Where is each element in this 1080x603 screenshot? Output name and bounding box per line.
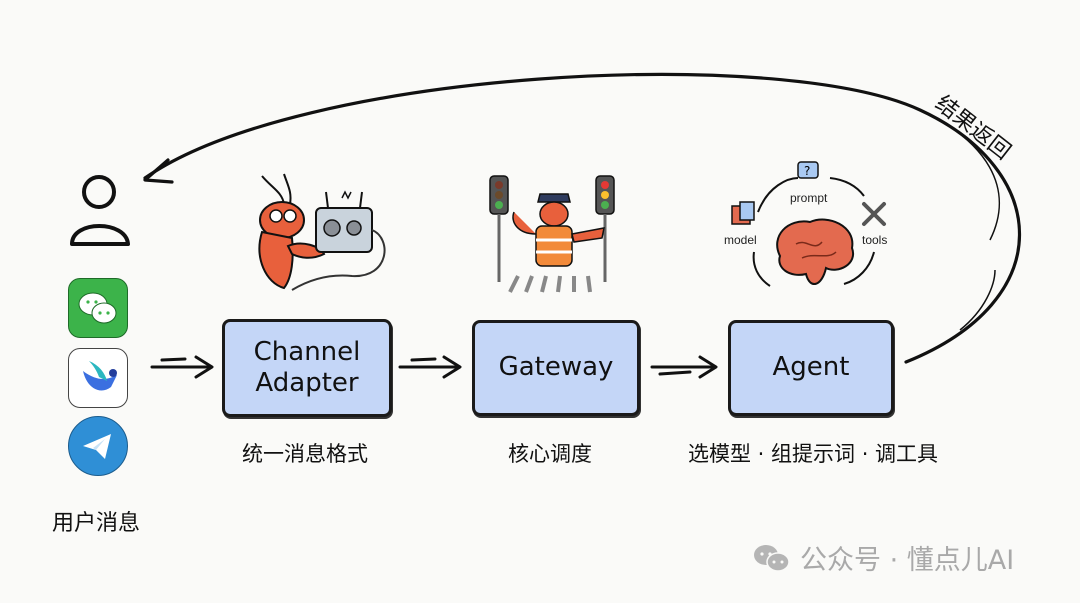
return-arrow-sketch-line: [959, 269, 996, 331]
prompt-label: prompt: [790, 191, 828, 205]
prompt-bubble-icon: [797, 161, 819, 179]
channel-adapter-line2: Adapter: [255, 368, 359, 398]
lobster-traffic-officer-illustration: [489, 175, 615, 293]
wechat-icon: [754, 544, 790, 572]
agent-caption: 选模型 · 组提示词 · 调工具: [688, 442, 939, 466]
return-arrow-sketch-line: [909, 104, 1000, 241]
gateway-caption: 核心调度: [508, 442, 592, 466]
gateway-label: Gateway: [498, 352, 614, 383]
feishu-bird-icon: [68, 348, 128, 408]
watermark-text: 公众号 · 懂点儿AI: [800, 545, 1015, 576]
arrow-channels-to-adapter: [150, 355, 214, 379]
arrow-adapter-to-gateway: [398, 355, 462, 379]
user-icon: [70, 175, 130, 246]
model-label: model: [724, 233, 757, 247]
telegram-icon: [68, 416, 128, 476]
brain-icon: [776, 218, 855, 285]
user-message-label: 用户消息: [52, 511, 141, 536]
return-arrow: [143, 72, 1021, 364]
arrow-gateway-to-agent: [650, 355, 718, 379]
prompt-glyph: ?: [804, 164, 810, 178]
tools-icon: [862, 202, 886, 226]
gateway-node: Gateway: [472, 320, 640, 416]
agent-label: Agent: [772, 352, 850, 383]
return-arrow-head: [143, 158, 174, 184]
brain-cycle-illustration: ? prompt model tools: [724, 161, 887, 287]
cycle-arrow: [829, 177, 865, 197]
lobster-adapter-illustration: [258, 173, 386, 291]
agent-node: Agent: [728, 320, 894, 416]
return-label: 结果返回: [930, 91, 1015, 165]
channel-adapter-line1: Channel: [253, 336, 361, 367]
wechat-icon: [68, 278, 128, 338]
channel-adapter-caption: 统一消息格式: [242, 442, 368, 466]
cycle-arrow: [752, 251, 771, 287]
cycle-arrow: [843, 251, 875, 285]
tools-label: tools: [862, 233, 887, 247]
cycle-arrow: [757, 177, 799, 213]
watermark: 公众号 · 懂点儿AI: [752, 538, 1014, 577]
